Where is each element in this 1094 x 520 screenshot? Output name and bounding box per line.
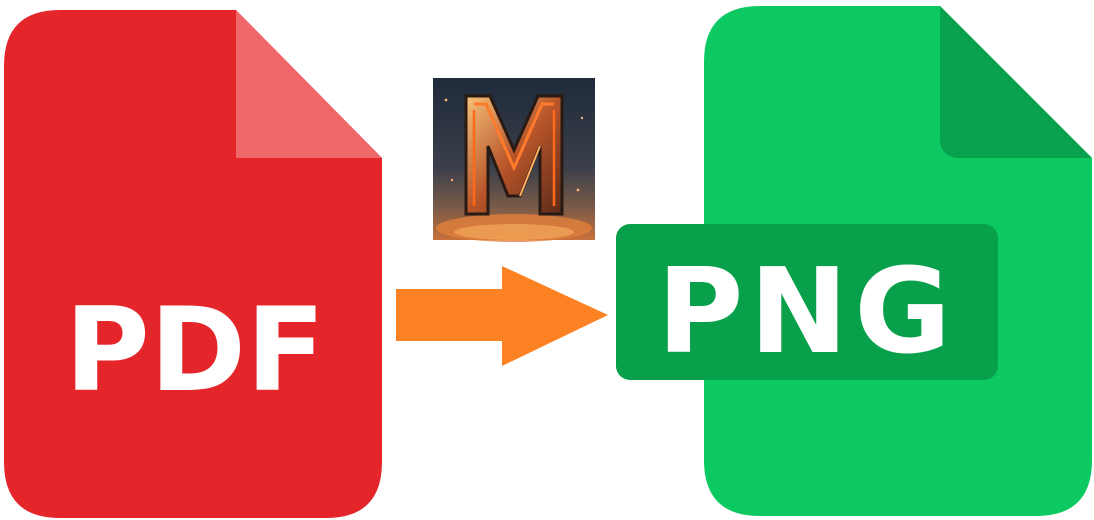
pdf-file-body (4, 10, 382, 518)
png-file-fold (940, 6, 1092, 158)
pdf-label: PDF (65, 283, 326, 418)
logo-letter-m (464, 94, 564, 216)
pdf-file-fold (236, 10, 382, 158)
arrow-shape (396, 266, 608, 366)
arrow-right-icon (396, 266, 608, 366)
pdf-file-icon: PDF (4, 10, 382, 518)
png-file-icon: PNG (616, 6, 1092, 516)
png-label: PNG (657, 242, 957, 380)
png-label-band (616, 224, 998, 380)
m-letter-logo (433, 78, 595, 242)
